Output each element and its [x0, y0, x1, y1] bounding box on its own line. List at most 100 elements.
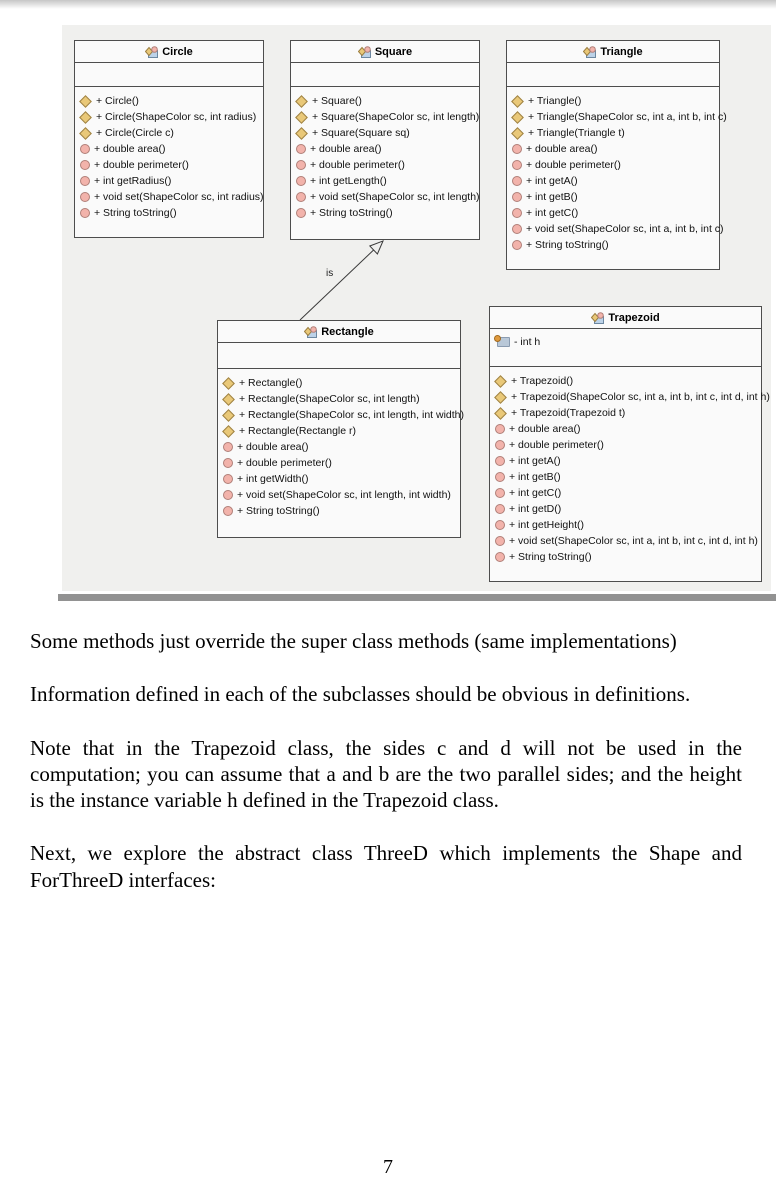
member-signature: + void set(ShapeColor sc, int length, in…	[237, 488, 451, 501]
member-signature: + String toString()	[237, 504, 320, 517]
member-row: + Rectangle()	[218, 375, 460, 391]
member-signature: + Rectangle(ShapeColor sc, int length)	[239, 392, 420, 405]
member-row: + int getA()	[490, 453, 761, 469]
member-row: + void set(ShapeColor sc, int length, in…	[218, 487, 460, 503]
member-row: + String toString()	[291, 205, 479, 221]
member-signature: + Trapezoid(ShapeColor sc, int a, int b,…	[511, 390, 770, 403]
method-icon	[512, 144, 522, 154]
member-signature: + int getB()	[509, 470, 561, 483]
member-row: + Trapezoid(ShapeColor sc, int a, int b,…	[490, 389, 770, 405]
method-icon	[495, 536, 505, 546]
member-row: + int getB()	[490, 469, 761, 485]
fields-compartment	[75, 63, 263, 87]
member-row: + String toString()	[75, 205, 263, 221]
member-row: + int getC()	[490, 485, 761, 501]
class-name: Rectangle	[321, 325, 374, 338]
member-signature: + Rectangle()	[239, 376, 303, 389]
member-signature: + int getC()	[509, 486, 562, 499]
method-icon	[223, 442, 233, 452]
member-signature: + int getWidth()	[237, 472, 309, 485]
member-signature: + void set(ShapeColor sc, int length)	[310, 190, 480, 203]
member-signature: + int getRadius()	[94, 174, 172, 187]
member-row: + int getA()	[507, 173, 719, 189]
fields-compartment	[218, 343, 460, 369]
body-text: Some methods just override the super cla…	[30, 628, 742, 920]
constructor-icon	[295, 126, 308, 140]
method-icon	[512, 208, 522, 218]
methods-compartment: + Triangle() + Triangle(ShapeColor sc, i…	[507, 87, 727, 253]
member-signature: + double perimeter()	[310, 158, 405, 171]
method-icon	[80, 144, 90, 154]
member-row: + String toString()	[490, 549, 761, 565]
class-icon	[304, 325, 318, 338]
member-row: + String toString()	[218, 503, 460, 519]
paragraph: Information defined in each of the subcl…	[30, 682, 691, 707]
method-icon	[223, 458, 233, 468]
method-icon	[223, 506, 233, 516]
method-icon	[512, 240, 522, 250]
member-signature: + Trapezoid(Trapezoid t)	[511, 406, 626, 419]
member-signature: + double area()	[526, 142, 598, 155]
class-icon	[591, 311, 605, 324]
methods-compartment: + Square() + Square(ShapeColor sc, int l…	[291, 87, 480, 221]
horizontal-scrollbar	[58, 594, 776, 601]
member-row: + Triangle()	[507, 93, 719, 109]
member-row: + Circle(Circle c)	[75, 125, 263, 141]
member-row: + String toString()	[507, 237, 719, 253]
member-row: + double perimeter()	[291, 157, 479, 173]
method-icon	[223, 474, 233, 484]
member-row: + Rectangle(ShapeColor sc, int length, i…	[218, 407, 464, 423]
method-icon	[495, 456, 505, 466]
class-name: Triangle	[600, 45, 643, 58]
member-signature: + int getHeight()	[509, 518, 584, 531]
constructor-icon	[79, 110, 92, 124]
member-signature: + double perimeter()	[94, 158, 189, 171]
class-header: Triangle	[507, 41, 719, 63]
member-signature: + int getD()	[509, 502, 562, 515]
member-signature: + Rectangle(ShapeColor sc, int length, i…	[239, 408, 464, 421]
constructor-icon	[295, 94, 308, 108]
member-signature: + String toString()	[310, 206, 393, 219]
constructor-icon	[79, 94, 92, 108]
constructor-icon	[511, 94, 524, 108]
class-header: Square	[291, 41, 479, 63]
member-row: + double area()	[490, 421, 761, 437]
constructor-icon	[511, 126, 524, 140]
member-row: + Rectangle(ShapeColor sc, int length)	[218, 391, 460, 407]
member-signature: + int getC()	[526, 206, 579, 219]
member-row: + Circle()	[75, 93, 263, 109]
member-signature: - int h	[514, 335, 541, 348]
member-signature: + double perimeter()	[237, 456, 332, 469]
member-row: + int getHeight()	[490, 517, 761, 533]
inheritance-label: is	[325, 268, 335, 279]
class-box-square: Square + Square() + Square(ShapeColor sc…	[290, 40, 480, 240]
member-row: + int getWidth()	[218, 471, 460, 487]
method-icon	[296, 176, 306, 186]
member-signature: + Triangle(Triangle t)	[528, 126, 625, 139]
member-signature: + int getA()	[509, 454, 561, 467]
constructor-icon	[79, 126, 92, 140]
class-icon	[145, 45, 159, 58]
method-icon	[296, 160, 306, 170]
method-icon	[495, 504, 505, 514]
member-row: + void set(ShapeColor sc, int length)	[291, 189, 480, 205]
member-row: + double perimeter()	[218, 455, 460, 471]
method-icon	[495, 552, 505, 562]
member-row: + Square(Square sq)	[291, 125, 479, 141]
member-row: + Circle(ShapeColor sc, int radius)	[75, 109, 263, 125]
member-signature: + int getB()	[526, 190, 578, 203]
constructor-icon	[295, 110, 308, 124]
member-row: + int getLength()	[291, 173, 479, 189]
member-signature: + double area()	[237, 440, 309, 453]
member-row: + Triangle(ShapeColor sc, int a, int b, …	[507, 109, 727, 125]
member-signature: + Circle(Circle c)	[96, 126, 174, 139]
member-row: + int getD()	[490, 501, 761, 517]
member-row: + double area()	[75, 141, 263, 157]
cropped-toolbar-strip	[0, 0, 776, 9]
member-row: + double perimeter()	[75, 157, 263, 173]
member-signature: + double area()	[509, 422, 581, 435]
fields-compartment	[291, 63, 479, 87]
constructor-icon	[222, 392, 235, 406]
class-name: Circle	[162, 45, 193, 58]
member-row: + Square(ShapeColor sc, int length)	[291, 109, 479, 125]
